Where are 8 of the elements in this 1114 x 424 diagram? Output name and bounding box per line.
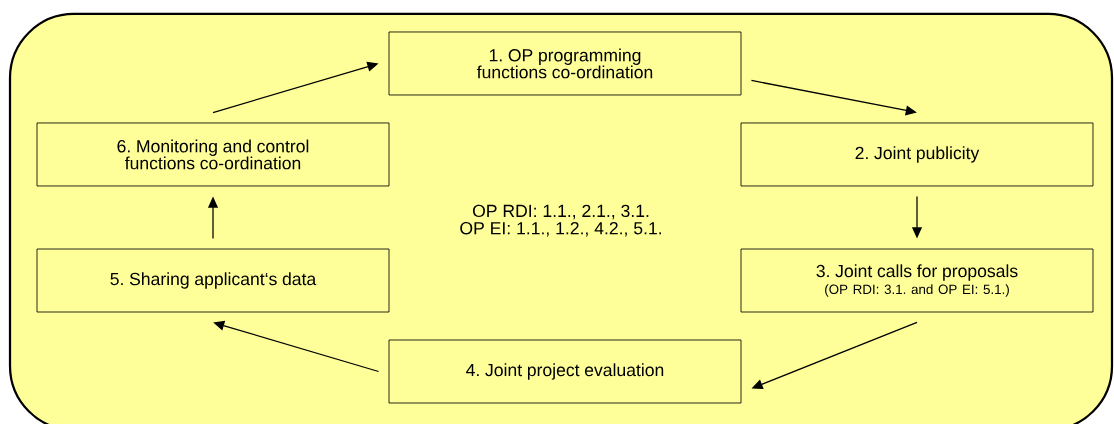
process-box: 2. Joint publicity bbox=[740, 122, 1094, 187]
arrow bbox=[213, 320, 380, 373]
arrow bbox=[750, 79, 917, 116]
process-box: 3. Joint calls for proposals (OP RDI: 3.1. and OP EI: 5.1.) bbox=[740, 248, 1094, 313]
process-box: 6. Monitoring and control functions co-ordination bbox=[36, 122, 390, 187]
process-box: 1. OP programming functions co-ordination bbox=[388, 31, 742, 96]
process-box: 4. Joint project evaluation bbox=[388, 339, 742, 404]
process-box: 5. Sharing applicant‘s data bbox=[36, 248, 390, 313]
